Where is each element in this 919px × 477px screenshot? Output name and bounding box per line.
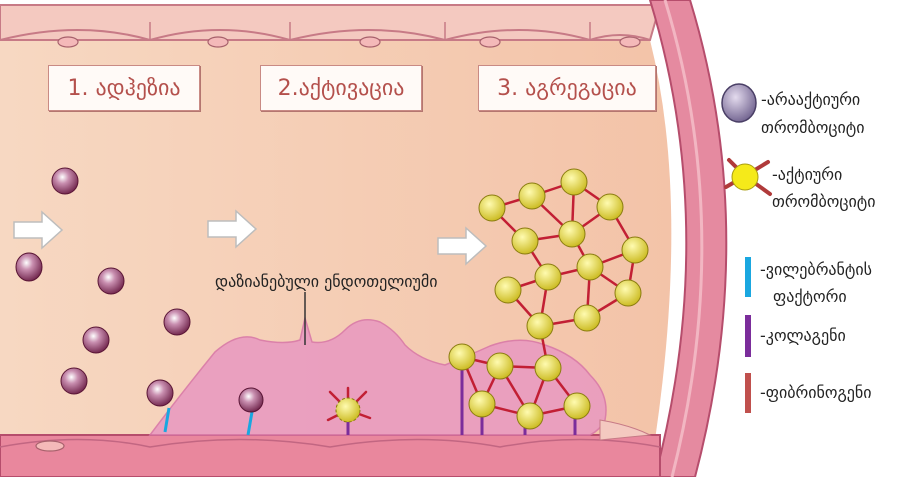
stage-label-aggregation-text: 3. აგრეგაცია [497, 76, 637, 101]
stage-label-aggregation: 3. აგრეგაცია [478, 65, 656, 111]
stage-label-adhesion-text: 1. ადჰეზია [67, 76, 180, 101]
stage-label-activation-text: 2.აქტივაცია [278, 76, 405, 101]
legend-fibrinogen: -ფიბრინოგენი [760, 381, 872, 405]
damaged-endothelium-label: დაზიანებული ენდოთელიუმი [215, 270, 438, 294]
vessel-wall-bottom [0, 435, 660, 477]
legend-collagen: -კოლაგენი [760, 324, 846, 348]
stage-label-activation: 2.აქტივაცია [260, 65, 422, 111]
purple-bar-icon [745, 315, 751, 357]
vessel-wall-top [0, 5, 660, 40]
blue-bar-icon [745, 257, 751, 297]
active-platelet-icon [726, 160, 770, 194]
cell-nucleus-bottom [36, 441, 64, 451]
legend-inactive-line1: -არააქტიური [761, 88, 860, 112]
legend-inactive-line2: თრომბოციტი [761, 116, 865, 140]
red-bar-icon [745, 373, 751, 413]
legend-vwf-line2: ფაქტორი [773, 285, 847, 309]
legend-active-line2: თრომბოციტი [772, 190, 876, 214]
inactive-platelet-icon [722, 84, 756, 122]
legend-vwf-line1: -ვილებრანტის [760, 258, 872, 282]
stage-label-adhesion: 1. ადჰეზია [48, 65, 200, 111]
legend-active-line1: -აქტიური [772, 163, 842, 187]
